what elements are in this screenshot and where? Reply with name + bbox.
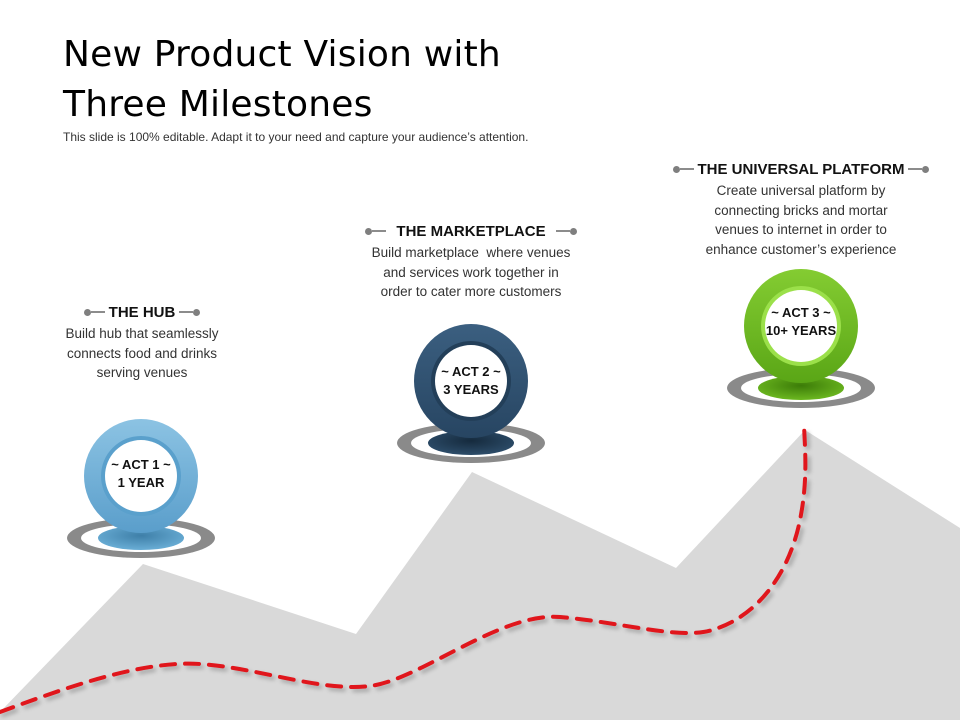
duration-label: 3 YEARS	[443, 382, 499, 397]
milestone-1-title: THE HUB	[108, 303, 176, 321]
milestone-3-description: Create universal platform by connecting …	[656, 181, 946, 259]
connector-left-icon	[365, 227, 387, 235]
connector-left-icon	[83, 308, 105, 316]
milestone-1-text: THE HUB Build hub that seamlessly connec…	[42, 302, 242, 383]
connector-right-icon	[555, 227, 577, 235]
milestone-2-text: THE MARKETPLACE Build marketplace where …	[346, 221, 596, 302]
milestone-2-heading: THE MARKETPLACE	[346, 221, 596, 241]
desc-line: order to cater more customers	[380, 284, 562, 299]
milestone-2-description: Build marketplace where venues and servi…	[346, 243, 596, 302]
desc-line: Create universal platform by	[716, 183, 886, 198]
duration-label: 1 YEAR	[117, 475, 165, 490]
connector-right-icon	[908, 165, 930, 173]
desc-line: Build marketplace where venues	[371, 245, 571, 260]
milestone-3-label: ~ ACT 3 ~ 10+ YEARS	[724, 304, 878, 340]
milestone-1-description: Build hub that seamlessly connects food …	[42, 324, 242, 383]
location-pin-icon	[727, 269, 875, 408]
milestone-3-pin: ~ ACT 3 ~ 10+ YEARS	[724, 264, 878, 412]
slide-title: New Product Vision with Three Milestones	[63, 30, 501, 130]
desc-line: connecting bricks and mortar	[714, 202, 888, 218]
location-pin-icon	[397, 324, 545, 463]
milestone-1-label: ~ ACT 1 ~ 1 YEAR	[64, 456, 218, 492]
milestone-1-pin: ~ ACT 1 ~ 1 YEAR	[64, 414, 218, 562]
desc-line: Build hub that seamlessly	[65, 326, 219, 341]
milestone-3-heading: THE UNIVERSAL PLATFORM	[656, 159, 946, 179]
title-line-1: New Product Vision with	[63, 34, 501, 75]
milestone-3-text: THE UNIVERSAL PLATFORM Create universal …	[656, 159, 946, 259]
milestone-2-pin: ~ ACT 2 ~ 3 YEARS	[394, 319, 548, 467]
desc-line: venues to internet in order to	[715, 222, 887, 237]
desc-line: serving venues	[96, 365, 188, 380]
connector-left-icon	[672, 165, 694, 173]
act-label: ~ ACT 2 ~	[441, 364, 501, 379]
act-label: ~ ACT 1 ~	[111, 457, 171, 472]
dashed-path-line	[0, 423, 808, 714]
connector-right-icon	[179, 308, 201, 316]
milestone-1-heading: THE HUB	[42, 302, 242, 322]
desc-line: connects food and drinks	[66, 345, 218, 361]
slide-subtitle: This slide is 100% editable. Adapt it to…	[63, 130, 529, 144]
desc-line: enhance customer’s experience	[705, 241, 897, 257]
desc-line: and services work together in	[383, 264, 559, 280]
title-line-2: Three Milestones	[63, 84, 373, 125]
milestone-2-label: ~ ACT 2 ~ 3 YEARS	[394, 363, 548, 399]
location-pin-icon	[67, 419, 215, 558]
act-label: ~ ACT 3 ~	[771, 305, 831, 320]
milestone-3-title: THE UNIVERSAL PLATFORM	[697, 160, 905, 178]
mountain-range	[0, 430, 960, 720]
milestone-2-title: THE MARKETPLACE	[396, 222, 546, 240]
duration-label: 10+ YEARS	[765, 323, 837, 338]
